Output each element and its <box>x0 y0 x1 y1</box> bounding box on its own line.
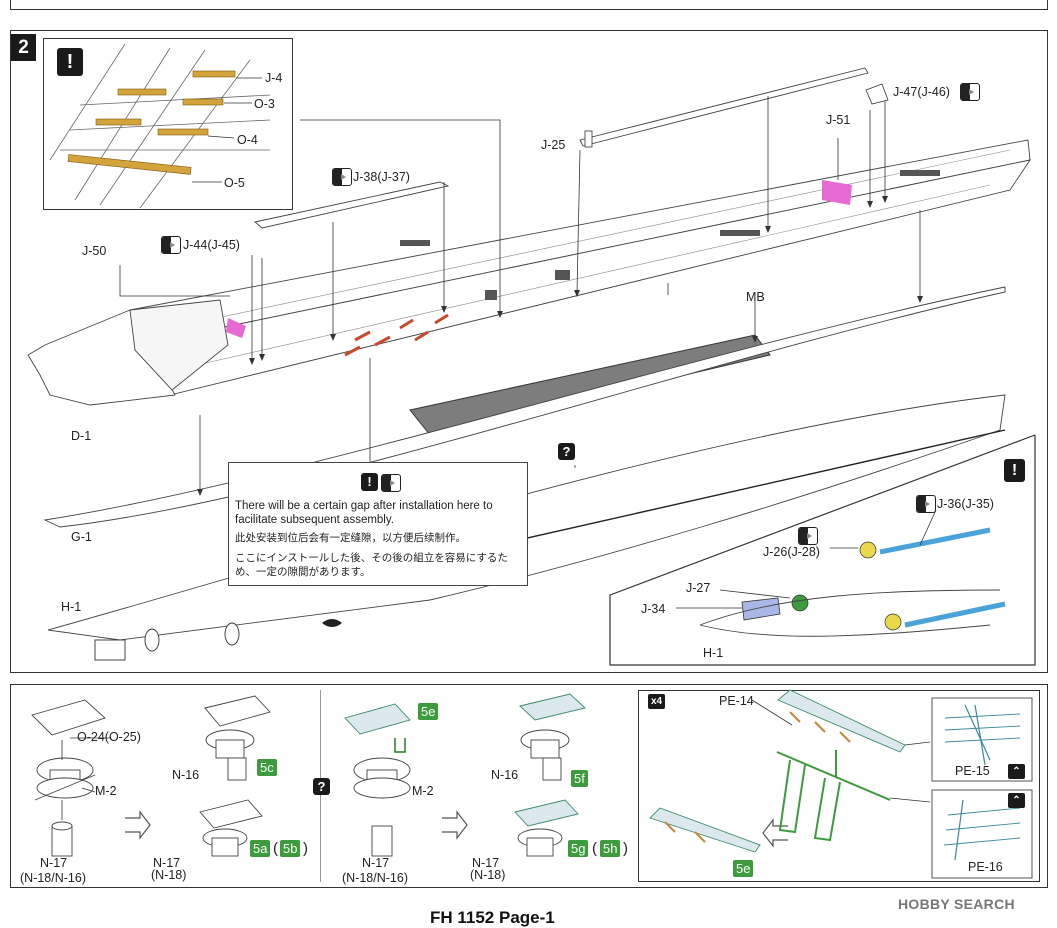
flip-icon-j26 <box>798 527 818 545</box>
pe-panel <box>638 690 1040 882</box>
label-j38: J-38(J-37) <box>353 170 410 184</box>
tag-5e-right: 5e <box>733 860 754 877</box>
label-n17b-mid: N-17 <box>472 856 500 870</box>
tag-5a: 5a <box>250 840 271 857</box>
label-n17b-left: N-17 <box>153 856 181 870</box>
note-flip-icon <box>381 474 401 492</box>
label-n18b-mid: (N-18) <box>470 868 506 882</box>
label-o5: O-5 <box>224 176 245 190</box>
page-footer: FH 1152 Page-1 <box>430 908 555 927</box>
label-j25: J-25 <box>541 138 566 152</box>
collapse-icon-pe16: ⌃ <box>1008 793 1025 808</box>
label-h1-detail: H-1 <box>703 646 724 660</box>
mb-plate <box>409 334 771 436</box>
collapse-icon-pe15: ⌃ <box>1008 764 1025 779</box>
label-j36: J-36(J-35) <box>937 497 994 511</box>
paren-close-left: ) <box>303 840 308 857</box>
label-pe15: PE-15 <box>955 764 990 778</box>
step-2-panel <box>10 30 1048 673</box>
label-n18b-left: (N-18) <box>151 868 187 882</box>
assembly-note: ! There will be a certain gap after inst… <box>228 462 528 586</box>
label-o4: O-4 <box>237 133 258 147</box>
warning-icon: ! <box>57 48 83 76</box>
label-d1: D-1 <box>71 429 92 443</box>
question-icon: ? <box>558 443 575 460</box>
previous-panel-edge <box>10 0 1048 10</box>
label-o3: O-3 <box>254 97 275 111</box>
detail-inset <box>43 38 293 210</box>
label-j27: J-27 <box>686 581 711 595</box>
magenta-highlight-j51 <box>822 180 852 205</box>
label-mb: MB <box>746 290 765 304</box>
note-chinese: 此处安装到位后会有一定缝隙，以方便后续制作。 <box>235 532 466 544</box>
label-j51: J-51 <box>826 113 851 127</box>
step-number-badge: 2 <box>11 34 36 61</box>
tag-5f: 5f <box>571 770 588 787</box>
label-j34: J-34 <box>641 602 666 616</box>
magenta-highlight-j50 <box>226 318 246 338</box>
detail-panel-outline <box>609 434 1036 666</box>
label-j50: J-50 <box>82 244 107 258</box>
label-m2-mid: M-2 <box>412 784 434 798</box>
label-j26: J-26(J-28) <box>763 545 820 559</box>
label-n17-left: N-17 <box>40 856 68 870</box>
tag-5c: 5c <box>257 759 277 776</box>
tag-5h: 5h <box>600 840 621 857</box>
propeller-shafts <box>741 527 1006 631</box>
inset-gold-rods <box>67 70 236 175</box>
red-parts <box>344 313 449 357</box>
lower-panel <box>10 684 1048 888</box>
label-o24: O-24(O-25) <box>77 730 141 744</box>
tag-5g: 5g <box>568 840 589 857</box>
flip-icon-j38 <box>332 168 352 186</box>
propellers <box>94 622 240 661</box>
label-j4: J-4 <box>265 71 283 85</box>
hobby-search-logo: HOBBY SEARCH <box>898 896 1015 912</box>
label-n16-left: N-16 <box>172 768 200 782</box>
paren-close-mid: ) <box>623 840 628 857</box>
question-icon-lower: ? <box>313 778 330 795</box>
flip-icon-j44 <box>161 236 181 254</box>
label-n18-left: (N-18/N-16) <box>20 871 86 885</box>
flip-icon-j47 <box>960 83 980 101</box>
note-japanese: ここにインストールした後、その後の組立を容易にするため、一定の隙間があります。 <box>235 552 508 578</box>
tag-5b: 5b <box>280 840 301 857</box>
label-m2-left: M-2 <box>95 784 117 798</box>
label-g1: G-1 <box>71 530 92 544</box>
quantity-x4-badge: x4 <box>648 694 665 709</box>
label-n17-mid: N-17 <box>362 856 390 870</box>
label-j44: J-44(J-45) <box>183 238 240 252</box>
note-warning-icon: ! <box>361 473 378 491</box>
label-pe16: PE-16 <box>968 860 1003 874</box>
label-h1: H-1 <box>61 600 82 614</box>
flip-icon-j36 <box>916 495 936 513</box>
label-pe14: PE-14 <box>719 694 754 708</box>
green-pe-frame <box>776 750 891 842</box>
label-n16-mid: N-16 <box>491 768 519 782</box>
warning-icon-right: ! <box>1004 459 1025 482</box>
paren-open-left: ( <box>273 840 278 857</box>
label-j47: J-47(J-46) <box>893 85 950 99</box>
note-english: There will be a certain gap after instal… <box>235 500 493 526</box>
paren-open-mid: ( <box>592 840 597 857</box>
tag-5e-mid: 5e <box>418 703 439 720</box>
label-n18-mid: (N-18/N-16) <box>342 871 408 885</box>
